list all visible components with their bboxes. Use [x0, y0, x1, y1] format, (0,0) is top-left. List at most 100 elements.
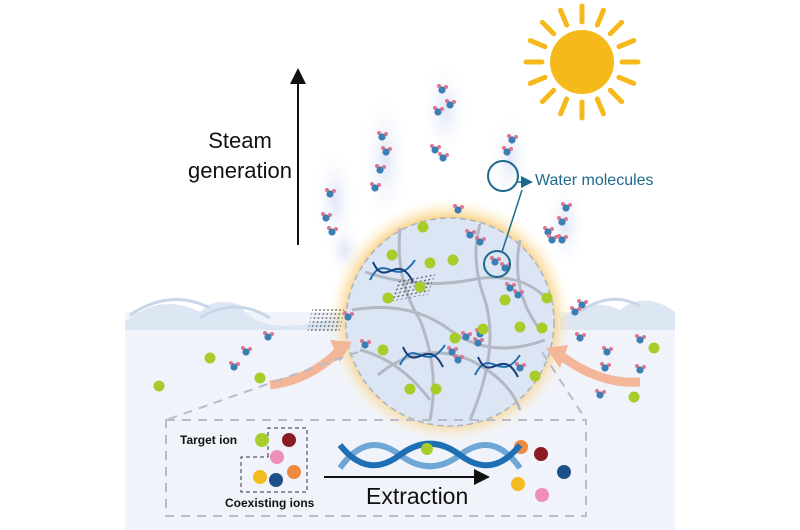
water-molecule	[575, 332, 586, 342]
sun-icon	[523, 3, 641, 121]
water-molecule	[577, 299, 588, 309]
water-molecule	[507, 134, 518, 144]
remaining-ion	[557, 465, 571, 479]
target-ion	[404, 383, 416, 395]
water-molecule	[377, 131, 388, 141]
dna-strand	[402, 346, 444, 368]
water-molecule	[430, 144, 441, 154]
dna-strand	[477, 356, 519, 378]
water-molecule	[557, 216, 568, 226]
target-ion	[153, 380, 165, 392]
water-molecule	[360, 339, 371, 349]
sun-ray	[558, 96, 570, 117]
target-ion	[430, 383, 442, 395]
remaining-ion	[511, 477, 525, 491]
target-ion	[514, 321, 526, 333]
steam-plume	[543, 180, 587, 270]
water-molecule	[381, 146, 392, 156]
sun-ray	[558, 7, 570, 28]
inflow-arrow-right	[557, 351, 641, 387]
sun-ray	[527, 74, 548, 86]
target-ion-swatch	[255, 433, 269, 447]
graphene-sheet	[307, 309, 345, 331]
water-molecule	[505, 282, 516, 292]
water-molecule	[557, 234, 568, 244]
steam-plume	[360, 90, 410, 230]
target-ion	[648, 342, 660, 354]
target-ion	[386, 249, 398, 261]
water-molecule	[375, 164, 386, 174]
target-ion	[254, 372, 266, 384]
water-molecule	[490, 256, 501, 266]
coexisting-ion-swatch	[282, 433, 296, 447]
water-molecule	[453, 204, 464, 214]
water-molecule	[370, 182, 381, 192]
water-molecule	[515, 362, 526, 372]
water-molecule	[241, 346, 252, 356]
steam-label-line2: generation	[188, 158, 292, 183]
target-ion	[628, 391, 640, 403]
target-ion	[424, 257, 436, 269]
remaining-ion	[534, 447, 548, 461]
sun-ray	[616, 74, 637, 86]
target-ion	[529, 370, 541, 382]
steam-label-line1: Steam	[208, 128, 272, 153]
water-callout-circle-inner	[483, 250, 511, 278]
water-molecule	[263, 331, 274, 341]
water-molecule	[602, 346, 613, 356]
water-molecule	[433, 106, 444, 116]
target-ion-captured	[421, 443, 433, 455]
target-ion	[377, 344, 389, 356]
inset-box	[165, 351, 587, 517]
water-molecule	[461, 331, 472, 341]
water-molecule	[465, 229, 476, 239]
water-molecules	[229, 84, 646, 399]
coexisting-ions-box	[240, 427, 308, 493]
sun-ray	[616, 38, 637, 50]
water-molecule	[502, 146, 513, 156]
wave-right	[560, 300, 675, 330]
water-molecule	[447, 346, 458, 356]
water-molecule	[229, 361, 240, 371]
water-molecule	[343, 311, 354, 321]
target-ion	[417, 221, 429, 233]
dna-strands	[369, 259, 521, 378]
steam-generation-label: Steam generation	[188, 126, 292, 186]
target-ion	[447, 254, 459, 266]
extraction-label: Extraction	[366, 483, 469, 509]
water-callout-circle	[487, 160, 519, 192]
water-molecules-label: Water molecules	[535, 172, 654, 189]
steam-plume	[488, 110, 532, 210]
graphene-sheet	[390, 272, 436, 302]
coexisting-ion-swatch	[270, 450, 284, 464]
water-molecule	[327, 226, 338, 236]
hydrogel-sphere	[345, 217, 555, 427]
water-molecule	[473, 337, 484, 347]
steam-plume	[420, 60, 470, 160]
target-ion	[499, 294, 511, 306]
coexisting-ion-swatch	[253, 470, 267, 484]
remaining-ion	[535, 488, 549, 502]
water-molecule	[595, 389, 606, 399]
coexisting-ions-label: Coexisting ions	[225, 496, 315, 510]
dna-strand	[372, 261, 414, 283]
water-molecule	[438, 152, 449, 162]
sun-ray	[527, 38, 548, 50]
ion-legend	[253, 433, 571, 502]
sun-ray	[607, 19, 625, 37]
water-molecule	[547, 234, 558, 244]
water-molecule	[570, 306, 581, 316]
inflow-arrow-left	[269, 346, 344, 390]
water-molecule	[635, 364, 646, 374]
coexisting-ion-swatch	[287, 465, 301, 479]
water-molecule	[561, 202, 572, 212]
target-ions	[153, 221, 660, 403]
wave-left	[125, 301, 340, 330]
target-ion	[382, 292, 394, 304]
target-ion	[204, 352, 216, 364]
water-molecule	[321, 212, 332, 222]
target-ion	[536, 322, 548, 334]
water-molecule	[513, 289, 524, 299]
coexisting-ion-swatch	[269, 473, 283, 487]
